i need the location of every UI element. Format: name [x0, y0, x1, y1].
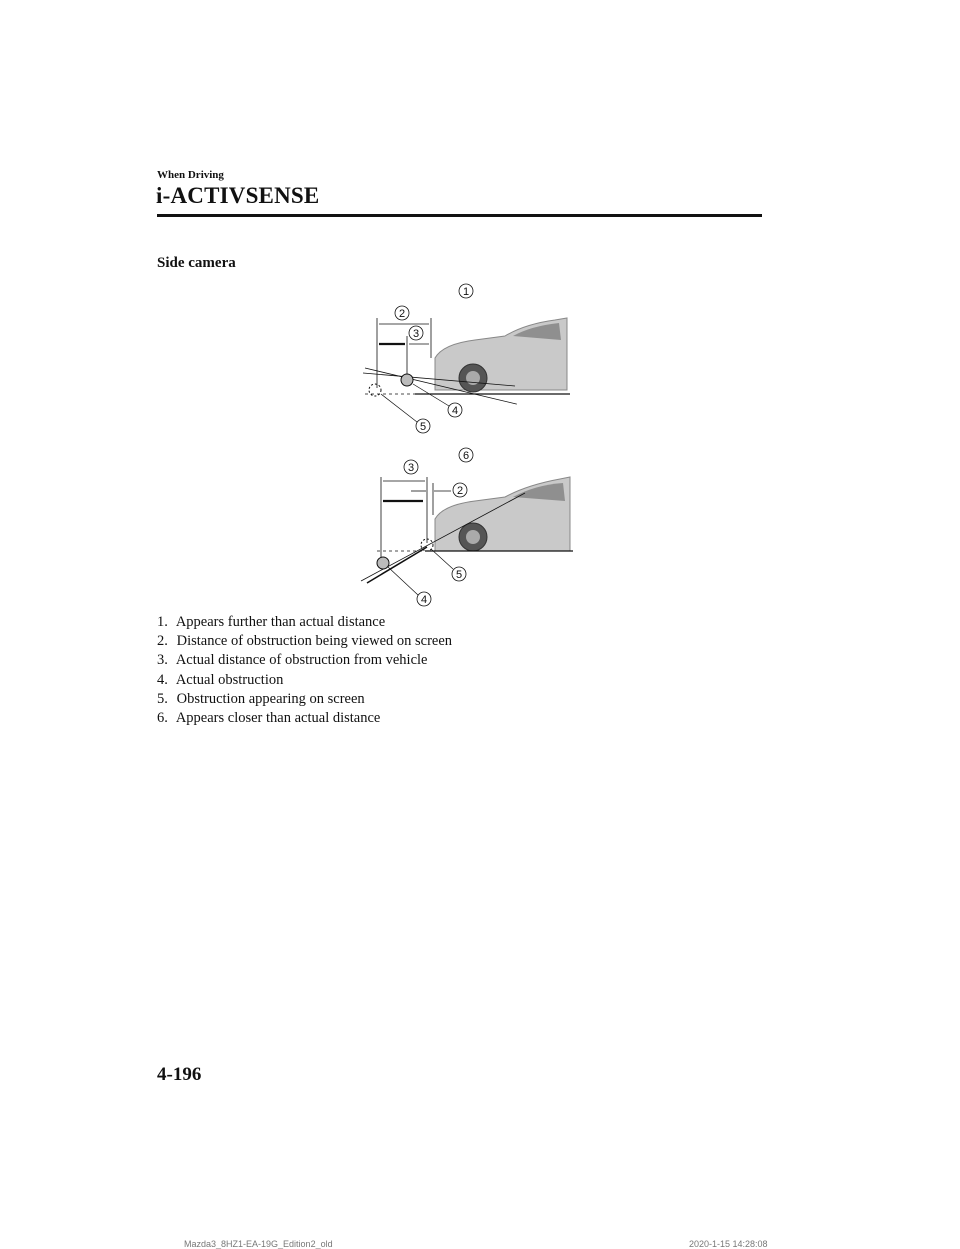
callout-bottom-4: 4 [416, 591, 432, 607]
legend-list: 1. Appears further than actual distance … [157, 613, 452, 728]
subheading: Side camera [157, 255, 236, 271]
callout-top-1: 1 [458, 283, 474, 299]
callout-bottom-2: 2 [452, 482, 468, 498]
header-rule [157, 214, 762, 217]
screen-obstruction-top [368, 383, 382, 397]
car-window-bottom [513, 483, 565, 501]
figure-appears-further: 1 2 3 4 5 [355, 278, 575, 438]
section-label: When Driving [157, 169, 224, 181]
footer-timestamp: 2020-1-15 14:28:08 [689, 1239, 768, 1249]
callout-top-3: 3 [408, 325, 424, 341]
footer-filename: Mazda3_8HZ1-EA-19G_Edition2_old [184, 1239, 333, 1249]
svg-text:2: 2 [457, 485, 463, 497]
legend-item: 5. Obstruction appearing on screen [157, 690, 365, 707]
svg-text:5: 5 [420, 421, 426, 433]
svg-text:1: 1 [463, 286, 469, 298]
page-number: 4-196 [157, 1064, 202, 1085]
side-camera-diagram-bottom: 6 3 2 5 4 [360, 447, 573, 607]
callout-bottom-3: 3 [403, 459, 419, 475]
callout-top-4: 4 [447, 402, 463, 418]
figure-appears-closer: 6 3 2 5 4 [355, 443, 580, 608]
actual-obstruction-top [400, 373, 414, 387]
car-window-top [513, 323, 561, 340]
screen-obstruction-bottom [420, 538, 434, 552]
legend-item: 1. Appears further than actual distance [157, 614, 386, 630]
callout-top-5: 5 [415, 418, 431, 434]
svg-text:3: 3 [413, 328, 419, 340]
callout-bottom-5: 5 [451, 566, 467, 582]
svg-text:6: 6 [463, 450, 469, 462]
actual-obstruction-bottom [376, 556, 390, 570]
svg-text:5: 5 [456, 569, 462, 581]
svg-text:4: 4 [452, 405, 458, 417]
side-camera-diagram-top: 1 2 3 4 5 [362, 283, 570, 434]
svg-text:2: 2 [399, 308, 405, 320]
svg-text:4: 4 [421, 594, 427, 606]
legend-item: 2. Distance of obstruction being viewed … [157, 633, 453, 650]
legend-item: 4. Actual obstruction [157, 671, 284, 688]
callout-bottom-6: 6 [458, 447, 474, 463]
callout-top-2: 2 [394, 305, 410, 321]
chapter-title: i-ACTIVSENSE [156, 183, 320, 208]
legend-item: 6. Appears closer than actual distance [157, 709, 381, 726]
legend-item: 3. Actual distance of obstruction from v… [157, 652, 428, 669]
svg-text:3: 3 [408, 462, 414, 474]
